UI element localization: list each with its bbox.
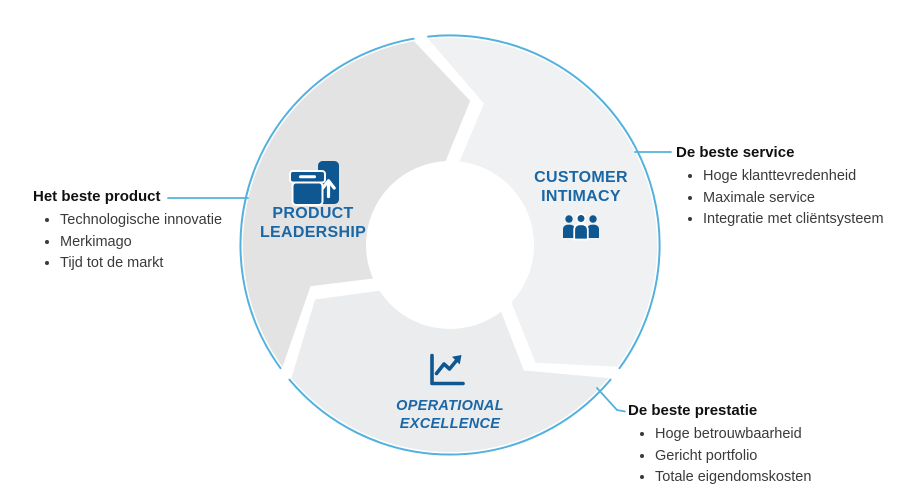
people-group-icon (563, 213, 599, 241)
segment-label-line1: PRODUCT (272, 205, 354, 222)
callout-heading: De beste service (676, 144, 795, 161)
connector-best-performance (596, 387, 626, 413)
product-box-arrow-up-icon (289, 161, 339, 206)
segment-label-operational-excellence: OPERATIONAL EXCELLENCE (375, 398, 525, 433)
callout-heading: Het beste product (33, 188, 161, 205)
callout-bullet: Hoge betrouwbaarheid (655, 424, 868, 446)
segment-label-line2: LEADERSHIP (259, 223, 367, 241)
callout-bullet-list: Technologische innovatie Merkimago Tijd … (33, 210, 258, 275)
callout-best-service: De beste service Hoge klanttevredenheid … (676, 145, 900, 231)
callout-heading: De beste prestatie (628, 402, 758, 419)
segment-product-leadership (242, 41, 471, 367)
segment-label-line1: CUSTOMER (534, 169, 628, 186)
callout-bullet: Gericht portfolio (655, 446, 868, 468)
segment-label-line2: EXCELLENCE (399, 415, 501, 432)
callout-bullet: Technologische innovatie (60, 210, 258, 232)
segment-operational-excellence (291, 290, 609, 453)
ring-arc-left (239, 37, 415, 370)
segment-label-customer-intimacy: CUSTOMER INTIMACY (511, 169, 651, 206)
segment-customer-intimacy (428, 37, 658, 367)
callout-best-product: Het beste product Technologische innovat… (33, 189, 258, 275)
callout-bullet: Merkimago (60, 232, 258, 254)
growth-chart-icon (430, 353, 465, 386)
callout-best-performance: De beste prestatie Hoge betrouwbaarheid … (628, 403, 868, 489)
ring-arc-right (427, 34, 661, 370)
ring-arc-bottom (288, 378, 612, 456)
segment-label-product-leadership: PRODUCT LEADERSHIP (243, 205, 383, 242)
segment-label-line2: INTIMACY (541, 187, 621, 205)
callout-bullet: Maximale service (703, 188, 900, 210)
callout-bullet: Integratie met cliëntsysteem (703, 209, 900, 231)
callout-bullet: Tijd tot de markt (60, 253, 258, 275)
callout-bullet-list: Hoge klanttevredenheid Maximale service … (676, 166, 900, 231)
callout-bullet: Hoge klanttevredenheid (703, 166, 900, 188)
segment-label-line1: OPERATIONAL (396, 398, 504, 414)
callout-bullet-list: Hoge betrouwbaarheid Gericht portfolio T… (628, 424, 868, 489)
callout-bullet: Totale eigendomskosten (655, 467, 868, 489)
